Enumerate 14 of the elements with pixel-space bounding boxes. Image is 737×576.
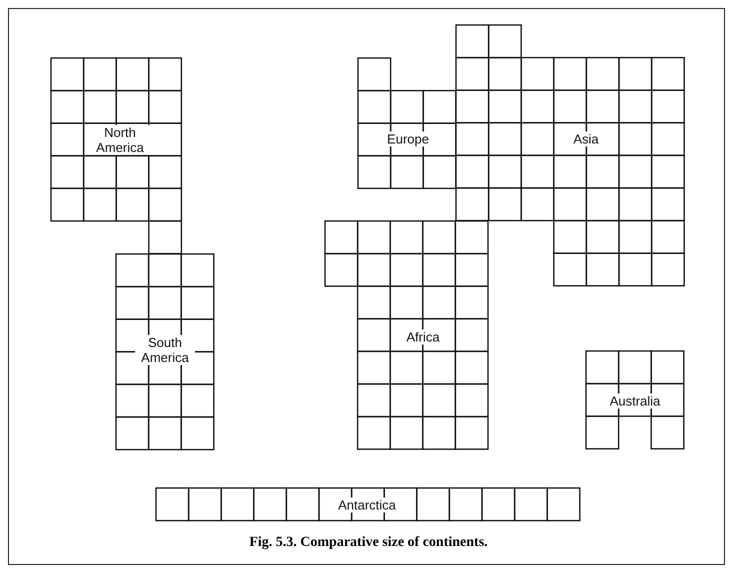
grid-cell-shape <box>586 351 684 449</box>
grid-cell-shape <box>51 58 182 254</box>
grid-cell-shape <box>358 58 456 188</box>
grid-cell-shape <box>456 25 684 286</box>
continent-label: Africa <box>404 330 442 344</box>
continent-label: Australia <box>608 394 662 408</box>
continent-label: Asia <box>571 132 601 146</box>
continent-label: Antarctica <box>336 498 398 512</box>
continent-label: Europe <box>385 132 431 146</box>
grid-cell-shape <box>156 488 580 521</box>
grid-cell-shape <box>116 254 214 450</box>
grid-cell-shape <box>325 221 488 450</box>
figure-caption: Fig. 5.3. Comparative size of continents. <box>248 535 489 551</box>
continent-label: South America <box>135 335 195 365</box>
